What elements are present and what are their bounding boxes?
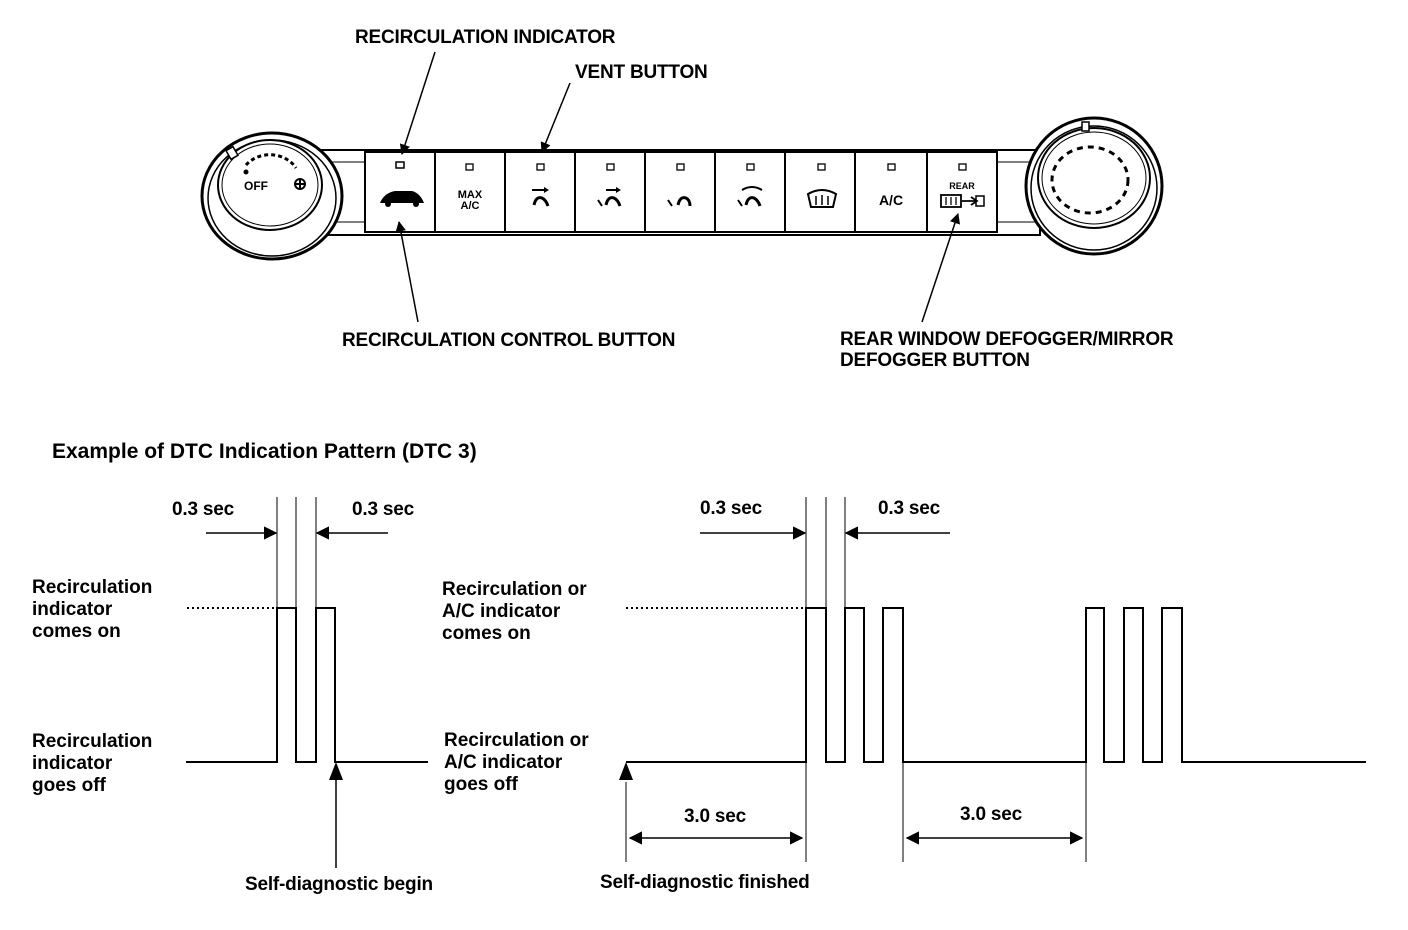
gap-3-0-sec-a: 3.0 sec	[684, 806, 746, 827]
left-waveform	[186, 607, 428, 763]
right-dimension-lines	[625, 497, 1087, 862]
right-off-line1: Recirculation or	[444, 730, 589, 751]
floor-button[interactable]	[644, 151, 716, 233]
car-recirculation-icon	[380, 191, 424, 207]
ac-button[interactable]: A/C	[854, 151, 928, 233]
left-on-label: Recirculation indicator comes on	[32, 577, 152, 643]
button-row: MAX A/C	[364, 151, 998, 233]
right-on-line3: comes on	[442, 623, 531, 644]
left-on-line1: Recirculation	[32, 577, 153, 598]
vent-mode-icon	[532, 187, 550, 207]
rear-defogger-icon	[940, 194, 985, 208]
recirculation-indicator-led	[395, 161, 405, 169]
self-diagnostic-finished-label: Self-diagnostic finished	[600, 872, 810, 893]
self-diagnostic-begin-label: Self-diagnostic begin	[245, 874, 433, 895]
self-diagnostic-finished-arrow	[619, 762, 633, 780]
left-dimension-lines	[206, 497, 388, 608]
recirculation-control-button[interactable]	[364, 151, 436, 233]
max-ac-line1: MAX	[458, 189, 483, 201]
ac-button-label: A/C	[879, 192, 903, 208]
right-dim-0-3-sec-a: 0.3 sec	[700, 498, 762, 519]
fan-icon	[294, 178, 306, 190]
rear-label: REAR	[949, 181, 975, 191]
right-knob-temperature[interactable]	[1024, 116, 1164, 256]
floor-defrost-button[interactable]	[714, 151, 786, 233]
right-dim-0-3-sec-b: 0.3 sec	[878, 498, 940, 519]
windshield-defrost-icon	[806, 189, 838, 208]
callout-arrows	[395, 51, 960, 323]
right-waveform	[626, 607, 1366, 763]
rear-window-defogger-button[interactable]: REAR	[926, 151, 998, 233]
left-dim-0-3-sec-a: 0.3 sec	[172, 499, 234, 520]
right-off-line3: goes off	[444, 774, 518, 795]
floor-mode-icon	[667, 196, 692, 207]
left-knob-off-text: OFF	[244, 179, 268, 193]
bi-level-button[interactable]	[574, 151, 646, 233]
left-on-line2: indicator	[32, 599, 113, 620]
gap-3-0-sec-b: 3.0 sec	[960, 804, 1022, 825]
timing-diagram-title: Example of DTC Indication Pattern (DTC 3…	[52, 440, 477, 463]
rear-defogger-label-line1: REAR WINDOW DEFOGGER/MIRROR	[840, 329, 1174, 350]
right-off-label: Recirculation or A/C indicator goes off	[444, 730, 589, 796]
rear-defogger-label-line2: DEFOGGER BUTTON	[840, 350, 1030, 371]
right-on-line1: Recirculation or	[442, 579, 587, 600]
max-ac-button[interactable]: MAX A/C	[434, 151, 506, 233]
floor-defrost-mode-icon	[737, 186, 763, 207]
left-dim-0-3-sec-b: 0.3 sec	[352, 499, 414, 520]
vent-button-label: VENT BUTTON	[575, 62, 708, 83]
left-on-line3: comes on	[32, 621, 121, 642]
left-knob-fan[interactable]: OFF	[200, 131, 344, 261]
self-diagnostic-begin-arrow	[329, 762, 343, 868]
left-off-label: Recirculation indicator goes off	[32, 731, 152, 797]
left-off-line2: indicator	[32, 753, 113, 774]
bi-level-mode-icon	[597, 187, 622, 207]
right-on-line2: A/C indicator	[442, 601, 561, 622]
left-off-line1: Recirculation	[32, 731, 153, 752]
right-on-label: Recirculation or A/C indicator comes on	[442, 579, 587, 645]
recirculation-control-button-label: RECIRCULATION CONTROL BUTTON	[342, 330, 676, 351]
left-off-line3: goes off	[32, 775, 106, 796]
recirculation-indicator-label: RECIRCULATION INDICATOR	[355, 27, 616, 48]
max-ac-line2: A/C	[461, 200, 480, 212]
right-off-line2: A/C indicator	[444, 752, 563, 773]
